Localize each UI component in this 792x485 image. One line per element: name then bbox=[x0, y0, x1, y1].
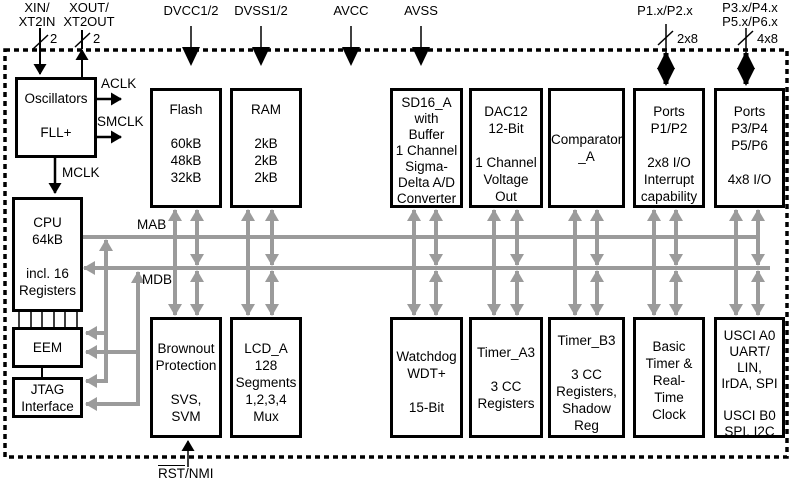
rst-label: RST bbox=[158, 466, 185, 481]
p3-p6-bus-width-label: 4x8 bbox=[757, 31, 778, 46]
module-bus-arrows bbox=[168, 209, 765, 316]
avss-pin-arrow bbox=[412, 26, 430, 66]
eem-jtag-bus-feeds bbox=[85, 239, 145, 411]
dvss-pin-label: DVSS1/2 bbox=[234, 3, 288, 18]
mab-bus-label: MAB bbox=[137, 217, 167, 232]
timer-a3-block-label: Timer_A3 3 CC Registers bbox=[476, 345, 535, 411]
avcc-pin-arrow bbox=[342, 26, 360, 66]
jtag-block-label: JTAG Interface bbox=[21, 381, 74, 414]
ports-p3-p6-block-label: Ports P3/P4 P5/P6 4x8 I/O bbox=[727, 104, 772, 187]
smclk-label: SMCLK bbox=[97, 114, 144, 129]
rst-nmi-pin-label: RST/NMI bbox=[158, 467, 230, 481]
p3-p6-pin-label: P3.x/P4.x P5.x/P6.x bbox=[722, 0, 778, 29]
watchdog-block-label: Watchdog WDT+ 15-Bit bbox=[396, 349, 457, 415]
xout-arrow bbox=[74, 30, 91, 77]
sd16-block-label: SD16_A with Buffer 1 Channel Sigma- Delt… bbox=[395, 95, 458, 206]
brownout-block-label: Brownout Protection SVS, SVM bbox=[155, 341, 217, 424]
usci-block: USCI A0 UART/ LIN, IrDA, SPI USCI B0 SPI… bbox=[714, 317, 785, 439]
ports-p3-p6-block: Ports P3/P4 P5/P6 4x8 I/O bbox=[714, 88, 785, 208]
flash-block: Flash 60kB 48kB 32kB bbox=[150, 88, 222, 208]
mdb-bus-label: MDB bbox=[142, 272, 172, 287]
dac12-block-label: DAC12 12-Bit 1 Channel Voltage Out bbox=[475, 104, 537, 204]
dvcc-pin-arrow bbox=[182, 26, 200, 66]
eem-block-label: EEM bbox=[32, 340, 63, 355]
mclk-label: MCLK bbox=[62, 165, 100, 180]
cpu-eem-connectors bbox=[18, 311, 78, 328]
avcc-pin-label: AVCC bbox=[333, 3, 369, 18]
basic-timer-block-label: Basic Timer & Real- Time Clock bbox=[645, 339, 693, 422]
lcd-block: LCD_A 128 Segments 1,2,3,4 Mux bbox=[230, 317, 302, 438]
p3-p6-port-arrow bbox=[737, 28, 755, 86]
ram-block: RAM 2kB 2kB 2kB bbox=[230, 88, 302, 208]
aclk-label: ACLK bbox=[101, 76, 137, 91]
dvcc-pin-label: DVCC1/2 bbox=[163, 3, 219, 18]
lcd-block-label: LCD_A 128 Segments 1,2,3,4 Mux bbox=[235, 341, 297, 424]
avss-pin-label: AVSS bbox=[404, 3, 438, 18]
nmi-label: /NMI bbox=[185, 466, 214, 481]
comparator-block: Comparator _A bbox=[548, 88, 625, 208]
ports-p1-p2-block: Ports P1/P2 2x8 I/O Interrupt capability bbox=[633, 88, 705, 208]
xin-arrow bbox=[32, 28, 49, 75]
usci-block-label: USCI A0 UART/ LIN, IrDA, SPI USCI B0 SPI… bbox=[721, 328, 778, 439]
p1-p2-port-arrow bbox=[657, 24, 675, 86]
jtag-block: JTAG Interface bbox=[12, 377, 83, 418]
timer-b3-block: Timer_B3 3 CC Registers, Shadow Reg bbox=[548, 317, 625, 438]
chip-boundary bbox=[3, 48, 789, 459]
dac12-block: DAC12 12-Bit 1 Channel Voltage Out bbox=[469, 88, 543, 208]
ports-p1-p2-block-label: Ports P1/P2 2x8 I/O Interrupt capability bbox=[640, 104, 698, 204]
timer-a3-block: Timer_A3 3 CC Registers bbox=[469, 317, 543, 438]
xin-pin-label: XIN/ XT2IN bbox=[18, 0, 56, 29]
ram-block-label: RAM 2kB 2kB 2kB bbox=[251, 102, 281, 185]
sd16-block: SD16_A with Buffer 1 Channel Sigma- Delt… bbox=[390, 88, 463, 208]
oscillators-block-label: Oscillators FLL+ bbox=[24, 91, 88, 140]
cpu-block-label: CPU 64kB incl. 16 Registers bbox=[18, 215, 77, 298]
xout-bus-width-label: 2 bbox=[93, 31, 101, 46]
brownout-block: Brownout Protection SVS, SVM bbox=[150, 317, 222, 438]
cpu-block: CPU 64kB incl. 16 Registers bbox=[12, 197, 83, 312]
timer-b3-block-label: Timer_B3 3 CC Registers, Shadow Reg bbox=[556, 333, 617, 433]
xin-bus-width-label: 2 bbox=[50, 31, 58, 46]
flash-block-label: Flash 60kB 48kB 32kB bbox=[169, 102, 203, 185]
oscillators-block: Oscillators FLL+ bbox=[15, 77, 97, 158]
eem-block: EEM bbox=[12, 327, 83, 368]
p1-p2-bus-width-label: 2x8 bbox=[677, 31, 698, 46]
comparator-block-label: Comparator _A bbox=[551, 132, 623, 164]
basic-timer-block: Basic Timer & Real- Time Clock bbox=[633, 317, 705, 438]
dvss-pin-arrow bbox=[252, 26, 270, 66]
p1-p2-pin-label: P1.x/P2.x bbox=[637, 3, 693, 18]
watchdog-block: Watchdog WDT+ 15-Bit bbox=[390, 317, 463, 438]
xout-pin-label: XOUT/ XT2OUT bbox=[63, 0, 115, 29]
